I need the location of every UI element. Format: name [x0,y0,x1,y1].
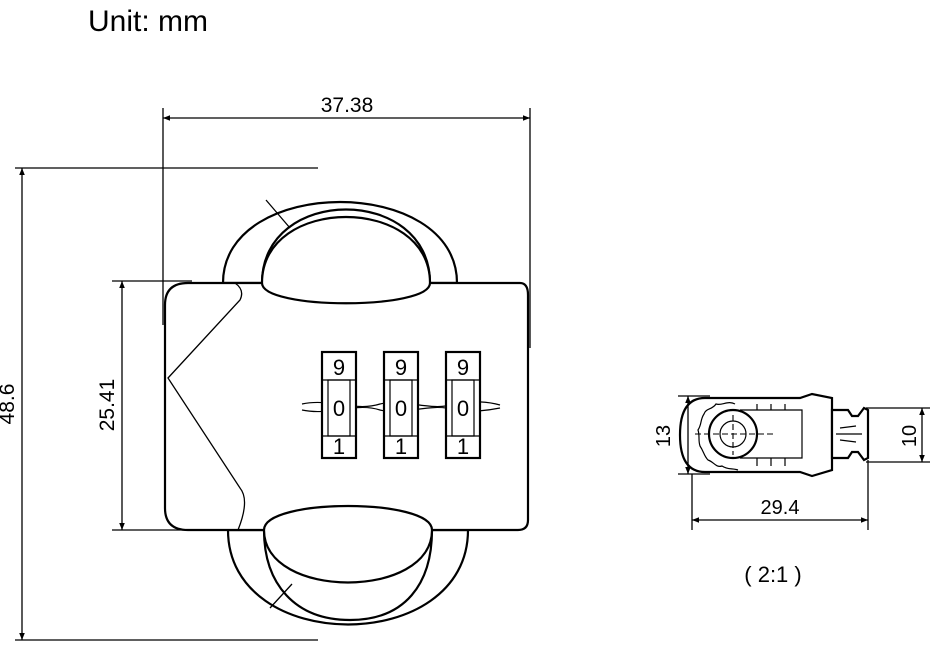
dial-1-top-digit: 9 [333,355,345,380]
dial-2[interactable]: 9 0 1 [382,350,420,460]
side-view-dial-teeth [697,401,739,471]
top-shackle-inner [260,216,432,305]
scale-note: ( 2:1 ) [744,562,801,587]
dial-2-top-digit: 9 [395,355,407,380]
dial-3-bottom-digit: 1 [457,434,469,459]
body-left-flap [167,282,246,531]
dim-body-height: 25.41 [96,280,192,531]
dial-2-mid-digit: 0 [395,396,407,421]
dial-3-top-digit: 9 [457,355,469,380]
dim-shackle-thickness-label: 10 [899,425,921,447]
unit-label: Unit: mm [88,5,208,38]
dim-overall-height: 48.6 [0,167,318,641]
side-view: 13 10 29.4 ( 2:1 ) [653,392,930,587]
dim-overall-width-label: 37.38 [321,94,374,117]
dim-overall-width: 37.38 [162,94,531,348]
dial-3-mid-digit: 0 [457,396,469,421]
dim-side-height-label: 13 [653,425,675,447]
dial-3[interactable]: 9 0 1 [444,350,482,460]
dim-side-width: 29.4 [691,460,869,530]
dial-1[interactable]: 9 0 1 [320,350,358,460]
dim-side-height: 13 [653,395,710,475]
dial-2-bottom-digit: 1 [395,434,407,459]
bottom-shackle-inner [262,504,434,584]
dim-side-width-label: 29.4 [761,497,800,519]
dim-body-height-label: 25.41 [96,379,119,432]
dial-1-bottom-digit: 1 [333,434,345,459]
front-view: 9 0 1 9 0 1 9 0 1 37.38 [0,94,531,641]
dial-1-mid-digit: 0 [333,396,345,421]
dim-shackle-thickness: 10 [866,407,930,463]
dim-overall-height-label: 48.6 [0,384,19,425]
bottom-shackle [226,528,470,626]
